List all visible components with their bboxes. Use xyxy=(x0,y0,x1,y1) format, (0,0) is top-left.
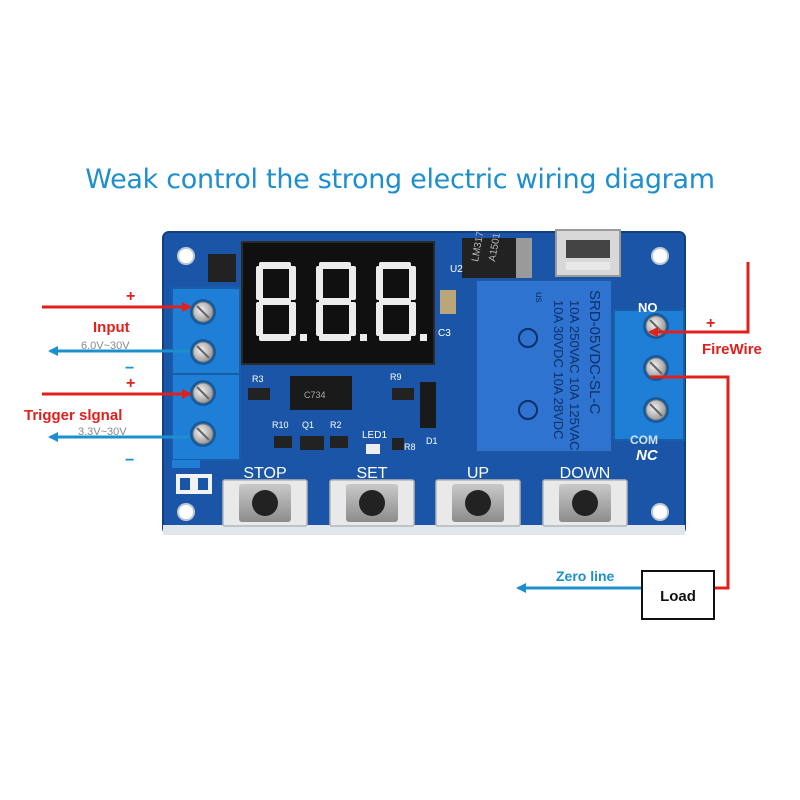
button-label: UP xyxy=(467,465,489,482)
label-r3: R3 xyxy=(252,374,264,384)
load-box xyxy=(641,570,715,620)
svg-text:R8: R8 xyxy=(404,442,416,452)
usb-port xyxy=(555,229,621,277)
svg-text:R10: R10 xyxy=(272,420,289,430)
label-nc: NC xyxy=(636,447,659,464)
trigger-minus-sign: − xyxy=(125,452,134,469)
svg-text:LM317: LM317 xyxy=(470,230,486,262)
svg-text:SRD-05VDC-SL-C: SRD-05VDC-SL-C xyxy=(586,290,603,414)
zero-line-label: Zero line xyxy=(556,568,615,584)
display-digit xyxy=(316,262,367,341)
button-label: DOWN xyxy=(560,465,611,482)
display-digit xyxy=(256,262,307,341)
diode-ss xyxy=(208,254,236,282)
button-set[interactable]: SET xyxy=(329,465,415,527)
input-range-label: 6.0V~30V xyxy=(81,340,130,352)
optocoupler xyxy=(290,376,352,410)
terminal-screw xyxy=(190,299,216,325)
button-down[interactable]: DOWN xyxy=(542,465,628,527)
mount-hole xyxy=(651,247,669,265)
button-stop[interactable]: STOP xyxy=(222,465,308,527)
terminal-screw xyxy=(190,421,216,447)
terminal-screw xyxy=(190,380,216,406)
terminal-screw xyxy=(190,339,216,365)
trigger-plus-sign: + xyxy=(126,375,135,392)
input-minus-sign: − xyxy=(125,360,134,377)
input-label: Input xyxy=(93,319,130,336)
mount-hole xyxy=(177,247,195,265)
label-led1: LED1 xyxy=(362,430,387,441)
voltage-regulator: LM317 A1501 xyxy=(462,230,532,278)
button-up[interactable]: UP xyxy=(435,465,521,527)
output-wires xyxy=(516,262,750,593)
firewire-label: FireWire xyxy=(702,341,762,358)
mount-hole xyxy=(177,503,195,521)
seven-segment-display xyxy=(241,241,435,365)
terminal-screw xyxy=(643,355,669,381)
input-plus-sign: + xyxy=(126,288,135,305)
svg-text:us: us xyxy=(533,292,544,303)
label-u2: U2 xyxy=(450,264,463,275)
input-wires xyxy=(42,302,192,442)
trigger-range-label: 3.3V~30V xyxy=(78,426,127,438)
button-label: STOP xyxy=(243,465,286,482)
led-indicator xyxy=(366,444,380,454)
svg-text:A1501: A1501 xyxy=(487,232,503,263)
relay: 10A 250VAC 10A 125VAC 10A 30VDC 10A 28VD… xyxy=(475,279,613,453)
trigger-label: Trigger slgnal xyxy=(24,407,122,424)
terminal-screw xyxy=(643,397,669,423)
svg-text:R2: R2 xyxy=(330,420,342,430)
svg-text:C734: C734 xyxy=(304,390,326,400)
svg-text:10A 30VDC 10A 28VDC: 10A 30VDC 10A 28VDC xyxy=(551,300,566,439)
label-r9: R9 xyxy=(390,372,402,382)
display-digit xyxy=(376,262,427,341)
label-com: COM xyxy=(630,433,658,447)
label-c3: C3 xyxy=(438,328,451,339)
capacitor xyxy=(440,290,456,314)
label-no: NO xyxy=(638,300,658,315)
button-label: SET xyxy=(356,465,387,482)
svg-text:Q1: Q1 xyxy=(302,420,314,430)
diode-d1 xyxy=(420,382,436,428)
firewire-plus-sign: + xyxy=(706,315,715,332)
svg-text:D1: D1 xyxy=(426,436,438,446)
load-label: Load xyxy=(660,588,696,605)
terminal-screw xyxy=(643,313,669,339)
diagram-title: Weak control the strong electric wiring … xyxy=(85,164,715,195)
svg-text:10A 250VAC 10A 125VAC: 10A 250VAC 10A 125VAC xyxy=(567,300,582,451)
mount-hole xyxy=(651,503,669,521)
